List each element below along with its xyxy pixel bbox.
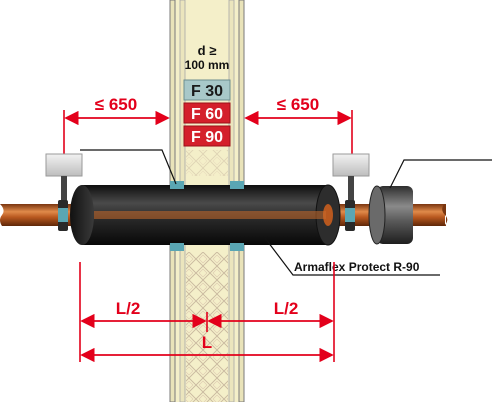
fire-rating-badges: F 30 F 60 F 90 [183,79,231,147]
mineral-wool-top [186,150,228,176]
left-clamp-band [58,208,68,222]
rating-badge-f30 [183,79,231,101]
seal-top-right [230,181,244,189]
end-cap-sleeve-icon [377,186,413,244]
copper-pipe-left-break [0,204,4,226]
pipe-hanger-icon [45,153,83,177]
rating-badge-f60 [183,102,231,124]
right-hanger-rod [348,176,354,204]
pipe-hanger-icon [332,153,370,177]
bottom-dimensions: L/2 L/2 L [79,262,335,363]
insulation-right-bore [323,204,333,226]
right-clamp-band [345,208,355,222]
rating-label-f60: F 60 [191,106,223,123]
end-cap-left-face [368,185,386,245]
end-cap-sleeve [368,185,413,245]
copper-pipe-right-break [442,204,448,226]
wall-seal [170,181,244,251]
right-distance-label: ≤ 650 [277,95,319,114]
left-support [45,153,83,231]
left-distance-label: ≤ 650 [95,95,137,114]
seal-bottom-right [230,243,244,251]
insulation-left-end [70,185,94,245]
total-length-label: L [202,333,212,352]
right-cap-leader [389,159,492,189]
wall-thickness-line1: d ≥ [198,43,217,58]
right-support [332,153,370,231]
rating-label-f30: F 30 [191,83,223,100]
pipe-visible-core [94,211,326,219]
seal-top-left [170,181,184,189]
product-label: Armaflex Protect R-90 [294,260,420,274]
rating-badge-f90 [183,125,231,147]
seal-bottom-left [170,243,184,251]
product-leader [264,237,440,276]
top-dimensions: ≤ 650 ≤ 650 [63,95,353,158]
left-support-leader [80,149,177,185]
half-length-left-label: L/2 [116,299,141,318]
left-hanger-rod [61,176,67,204]
half-length-right-label: L/2 [274,299,299,318]
wall-thickness-line2: 100 mm [185,58,230,72]
rating-label-f90: F 90 [191,129,223,146]
